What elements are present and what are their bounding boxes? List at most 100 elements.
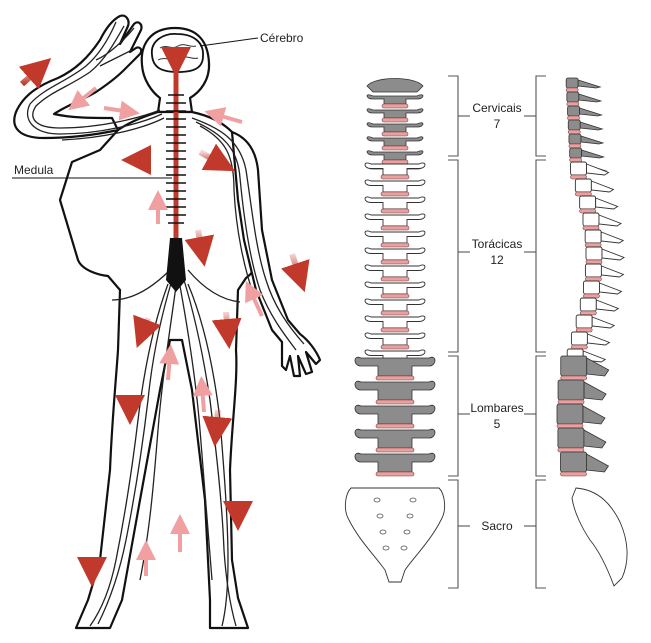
cervical-count: 7	[494, 117, 501, 131]
disc-shape	[376, 424, 414, 428]
disc-shape	[381, 260, 409, 264]
arrow-icon	[22, 68, 40, 84]
spinous-process-shape	[582, 150, 604, 158]
vertebra-shape	[365, 248, 425, 260]
disc-shape	[381, 328, 409, 332]
vertebra-body-shape	[557, 404, 583, 424]
disc-shape	[561, 376, 587, 380]
disc-shape	[382, 118, 408, 122]
spine-side-view	[557, 78, 627, 586]
disc-shape	[381, 209, 409, 213]
vertebra-body-shape	[580, 298, 596, 311]
lumbar-label: Lombares	[470, 401, 523, 415]
vertebra-body-shape	[566, 78, 578, 88]
thoracic-count: 12	[490, 253, 504, 267]
vertebra-shape	[367, 95, 423, 104]
sacrum-bracket-left	[448, 480, 458, 588]
spinous-process-shape	[581, 136, 603, 144]
vertebra-body-shape	[571, 332, 587, 345]
vertebra-shape	[365, 299, 425, 311]
vertebra-shape	[365, 316, 425, 328]
sacrum-bracket-right	[536, 480, 546, 588]
disc-shape	[381, 311, 409, 315]
arrow-icon	[104, 108, 130, 112]
disc-shape	[382, 160, 408, 164]
arrow-icon	[292, 254, 300, 278]
sacrum-label: Sacro	[481, 519, 513, 533]
vertebra-body-shape	[583, 213, 599, 226]
vertebra-shape	[355, 405, 435, 424]
vertebra-shape	[355, 429, 435, 448]
disc-shape	[568, 130, 580, 134]
region-brackets	[448, 76, 546, 588]
spinal-cord-label: Medula	[14, 163, 54, 177]
vertebra-shape	[365, 197, 425, 209]
thoracic-bracket-right	[536, 160, 546, 352]
spinous-process-shape	[599, 283, 621, 294]
spinous-process-shape	[592, 317, 614, 328]
disc-shape	[570, 158, 582, 162]
disc-shape	[568, 116, 580, 120]
disc-shape	[557, 424, 583, 428]
disc-shape	[381, 175, 409, 179]
vertebra-body-shape	[570, 148, 582, 158]
disc-shape	[576, 328, 592, 332]
vertebra-shape	[367, 151, 423, 160]
thoracic-bracket-left	[448, 160, 458, 352]
lumbar-bracket-right	[536, 356, 546, 476]
vertebra-body-shape	[571, 162, 587, 175]
spinous-process-shape	[596, 198, 618, 209]
disc-shape	[381, 226, 409, 230]
disc-shape	[381, 243, 409, 247]
region-labels: Cervicais 7 Torácicas 12 Lombares 5 Sacr…	[470, 101, 523, 533]
disc-shape	[381, 294, 409, 298]
spinous-process-shape	[591, 181, 613, 192]
sacrum-side-shape	[572, 488, 627, 586]
disc-shape	[580, 209, 596, 213]
vertebra-shape	[365, 333, 425, 345]
brain-leader-line	[200, 38, 258, 46]
vertebra-shape	[367, 137, 423, 146]
disc-shape	[382, 132, 408, 136]
spinous-process-shape	[584, 430, 606, 448]
disc-shape	[376, 472, 414, 476]
vertebra-body-shape	[585, 264, 601, 277]
disc-shape	[382, 146, 408, 150]
disc-shape	[558, 400, 584, 404]
spinous-process-shape	[601, 266, 623, 277]
lumbar-count: 5	[494, 417, 501, 431]
arrow-icon	[202, 386, 204, 412]
disc-shape	[376, 400, 414, 404]
vertebra-shape	[365, 214, 425, 226]
vertebra-body-shape	[586, 247, 602, 260]
vertebra-body-shape	[568, 120, 580, 130]
vertebra-body-shape	[567, 92, 579, 102]
disc-shape	[571, 175, 587, 179]
vertebra-shape	[365, 265, 425, 277]
thoracic-label: Torácicas	[472, 237, 523, 251]
disc-shape	[560, 472, 586, 476]
vertebra-shape	[355, 381, 435, 400]
disc-shape	[567, 102, 579, 106]
spinous-process-shape	[580, 122, 602, 130]
cervical-label: Cervicais	[472, 101, 521, 115]
vertebra-body-shape	[575, 179, 591, 192]
disc-shape	[382, 104, 408, 108]
spine-front-view	[345, 79, 444, 583]
vertebra-body-shape	[576, 315, 592, 328]
spinous-process-shape	[599, 215, 621, 226]
spinous-process-shape	[580, 108, 602, 116]
disc-shape	[381, 345, 409, 349]
vertebra-shape	[365, 231, 425, 243]
disc-shape	[381, 277, 409, 281]
disc-shape	[586, 260, 602, 264]
vertebra-body-shape	[560, 452, 586, 472]
disc-shape	[583, 226, 599, 230]
spinous-process-shape	[587, 164, 609, 175]
disc-shape	[381, 192, 409, 196]
disc-shape	[571, 345, 587, 349]
spinous-process-shape	[579, 94, 601, 102]
vertebra-body-shape	[585, 230, 601, 243]
disc-shape	[585, 277, 601, 281]
